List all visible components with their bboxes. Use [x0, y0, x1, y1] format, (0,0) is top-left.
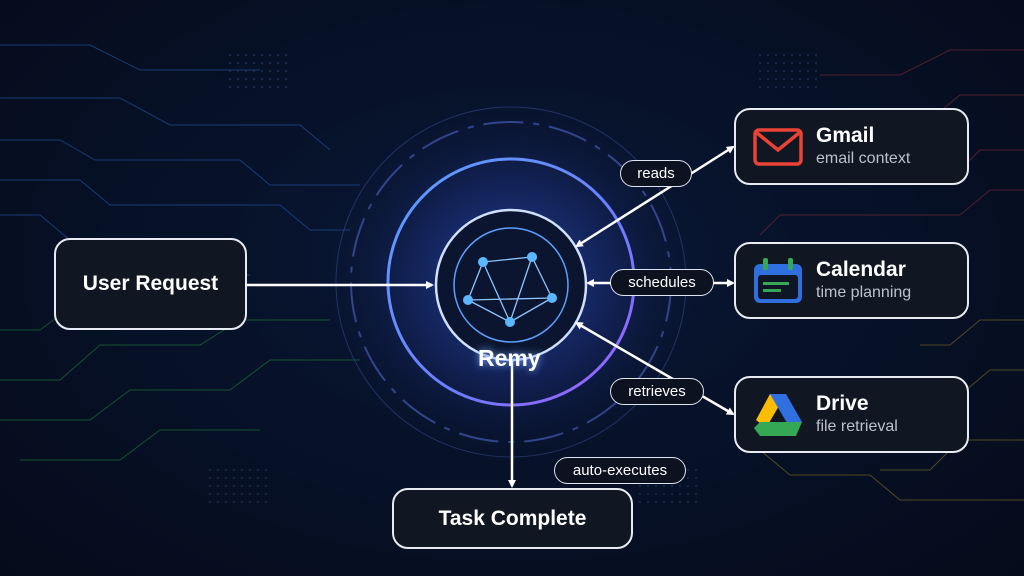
task-complete-label: Task Complete	[438, 506, 587, 530]
edge-label-reads: reads	[620, 160, 692, 187]
hub-core	[434, 208, 588, 362]
task-complete-node[interactable]: Task Complete	[392, 488, 633, 549]
edge-label-retrieves: retrieves	[610, 378, 704, 405]
drive-name: Drive	[816, 391, 869, 415]
calendar-name: Calendar	[816, 257, 906, 281]
drive-desc: file retrieval	[816, 417, 898, 435]
calendar-node[interactable]: Calendar time planning	[734, 242, 969, 319]
gmail-name: Gmail	[816, 123, 875, 147]
hub-inner-ring	[453, 227, 569, 343]
google-drive-icon	[752, 389, 804, 441]
user-request-node[interactable]: User Request	[54, 238, 247, 330]
network-icon	[463, 252, 557, 327]
user-request-label: User Request	[82, 272, 219, 295]
gmail-envelope-icon	[752, 121, 804, 173]
edge-hub-drive	[574, 321, 735, 416]
drive-node[interactable]: Drive file retrieval	[734, 376, 969, 453]
hub-label: Remy	[478, 345, 541, 371]
gmail-node[interactable]: Gmail email context	[734, 108, 969, 185]
edge-hub-gmail	[574, 145, 735, 248]
edge-label-schedules: schedules	[610, 269, 714, 296]
gmail-desc: email context	[816, 149, 911, 167]
calendar-desc: time planning	[816, 283, 912, 301]
edge-label-auto-executes: auto-executes	[554, 457, 686, 484]
calendar-icon	[752, 255, 804, 307]
